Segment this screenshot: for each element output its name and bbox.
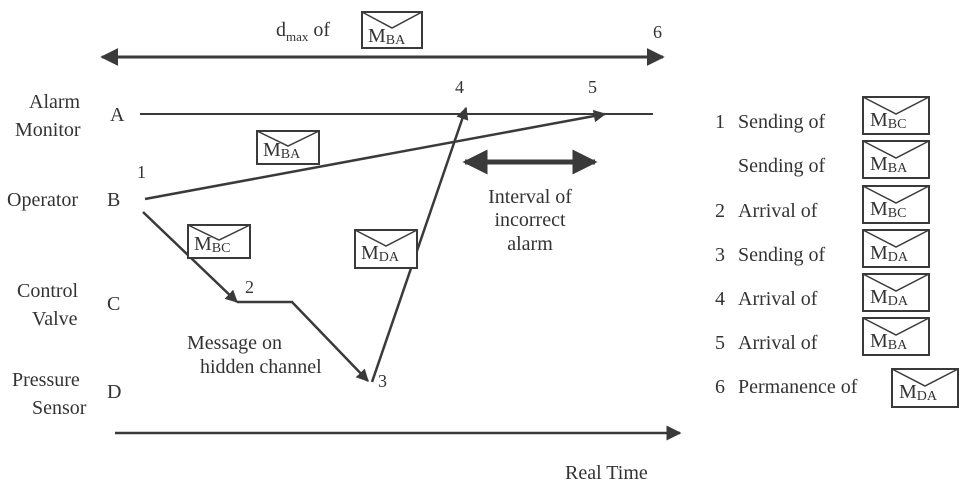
svg-text:MDA: MDA [870,242,909,265]
legend: 1 Sending of MBC Sending of MBA 2 Arriva… [715,96,959,408]
svg-text:6: 6 [715,376,725,398]
legend-item: 6 Permanence of MDA [715,368,959,408]
svg-text:4: 4 [715,288,725,310]
real-time-label: Real Time [565,462,648,484]
hidden-channel-line [237,300,369,382]
svg-text:MBA: MBA [368,25,406,48]
dmax-span: dmax of MBA 6 [100,11,665,66]
point-label-2: 2 [245,277,254,297]
svg-text:MDA: MDA [870,286,909,309]
svg-text:MBC: MBC [194,233,230,256]
svg-text:Arrival of: Arrival of [738,332,818,354]
hidden-channel-label-line1: Message on [187,332,282,354]
dmax-envelope: MBA [361,11,423,49]
point-label-1: 1 [137,162,146,182]
svg-text:Permanence of: Permanence of [738,376,858,398]
envelope-icon [354,229,418,269]
envelope-mda: MDA [354,229,418,269]
node-d-name-line2: Sensor [32,397,87,419]
svg-text:MBA: MBA [870,330,908,353]
node-d-name-line1: Pressure [12,369,80,391]
svg-text:Sending of: Sending of [738,111,826,133]
svg-text:2: 2 [715,200,725,222]
node-c-name-line2: Valve [32,308,78,330]
node-b-name: Operator [7,189,78,211]
node-labels: Alarm Monitor A Operator B Control Valve… [7,91,125,419]
point-label-3: 3 [378,371,387,391]
node-a-name-line2: Monitor [15,119,81,141]
node-a-letter: A [110,104,125,126]
legend-item: 3 Sending of MDA [715,229,930,268]
message-line-mba [144,109,607,201]
envelope-mbc: MBC [187,224,251,259]
node-d-letter: D [107,381,121,403]
node-b-letter: B [107,189,120,211]
svg-text:MBA: MBA [263,139,301,162]
node-a-name-line1: Alarm [29,91,81,113]
legend-item: 4 Arrival of MDA [715,273,930,312]
svg-text:MBC: MBC [870,109,906,132]
svg-text:MBA: MBA [870,153,908,176]
svg-text:Arrival of: Arrival of [738,200,818,222]
svg-text:MDA: MDA [361,242,400,265]
message-line-mda [370,106,469,383]
interval-label-line1: Interval of [488,186,572,208]
svg-text:Sending of: Sending of [738,244,826,266]
envelope-mba: MBA [256,130,320,165]
svg-text:Arrival of: Arrival of [738,288,818,310]
point-label-5: 5 [588,77,597,97]
node-c-name-line1: Control [17,280,79,302]
node-c-letter: C [107,293,120,315]
legend-item: 5 Arrival of MBA [715,317,930,356]
svg-text:MBC: MBC [870,198,906,221]
legend-item: 2 Arrival of MBC [715,185,930,224]
point-label-6: 6 [653,22,662,42]
svg-text:1: 1 [715,111,725,133]
legend-item: 1 Sending of MBC [715,96,930,135]
svg-text:5: 5 [715,332,725,354]
legend-item: Sending of MBA [738,140,930,179]
svg-text:MDA: MDA [899,381,938,404]
interval-label-line3: alarm [507,233,553,255]
interval-label-line2: incorrect [494,209,566,231]
svg-text:Sending of: Sending of [738,155,826,177]
dmax-label: dmax of [276,19,330,44]
svg-text:3: 3 [715,244,725,266]
point-label-4: 4 [455,77,464,97]
hidden-channel-label-line2: hidden channel [200,356,322,378]
